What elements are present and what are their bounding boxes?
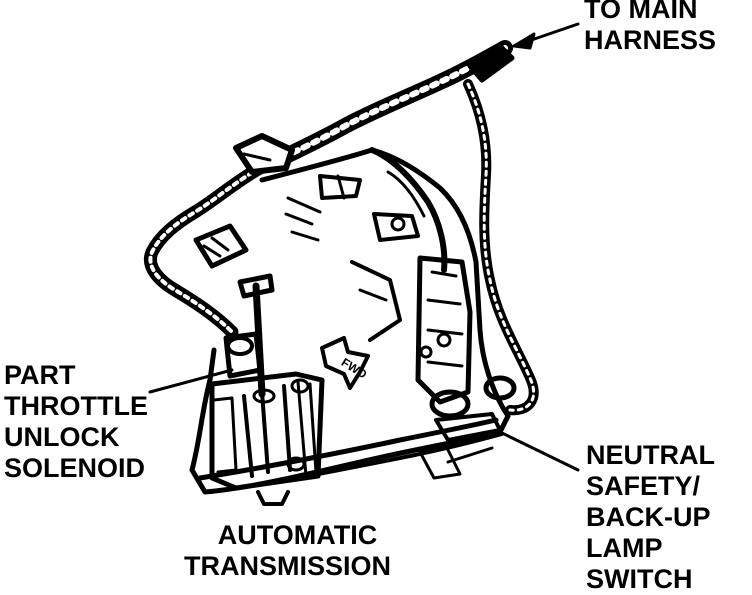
- transmission-line-2: TRANSMISSION: [184, 551, 392, 581]
- ptu-line-1: PART: [4, 360, 76, 390]
- nss-line-5: SWITCH: [586, 564, 693, 594]
- neutral-safety-switch-label: NEUTRAL SAFETY/ BACK-UP LAMP SWITCH: [586, 440, 715, 595]
- solenoid-assembly: [193, 223, 325, 491]
- harness-connector-top: [233, 43, 515, 175]
- leader-lines: [148, 22, 580, 472]
- nss-line-4: LAMP: [586, 533, 663, 563]
- to-main-harness-label: TO MAIN HARNESS: [584, 0, 716, 56]
- transmission-line-1: AUTOMATIC: [217, 520, 378, 550]
- to-main-harness-line-2: HARNESS: [584, 25, 717, 55]
- to-main-harness-line-1: TO MAIN: [584, 0, 698, 24]
- ptu-line-2: THROTTLE: [4, 391, 148, 421]
- ptu-solenoid-label: PART THROTTLE UNLOCK SOLENOID: [4, 360, 148, 484]
- transmission-case: [189, 147, 517, 506]
- automatic-transmission-label: AUTOMATIC TRANSMISSION: [184, 520, 391, 582]
- nss-line-1: NEUTRAL: [586, 440, 715, 470]
- nss-line-2: SAFETY/: [586, 471, 701, 501]
- nss-line-3: BACK-UP: [586, 502, 711, 532]
- fwd-arrow: [320, 336, 370, 390]
- ptu-line-3: UNLOCK: [4, 422, 120, 452]
- ptu-line-4: SOLENOID: [4, 453, 146, 483]
